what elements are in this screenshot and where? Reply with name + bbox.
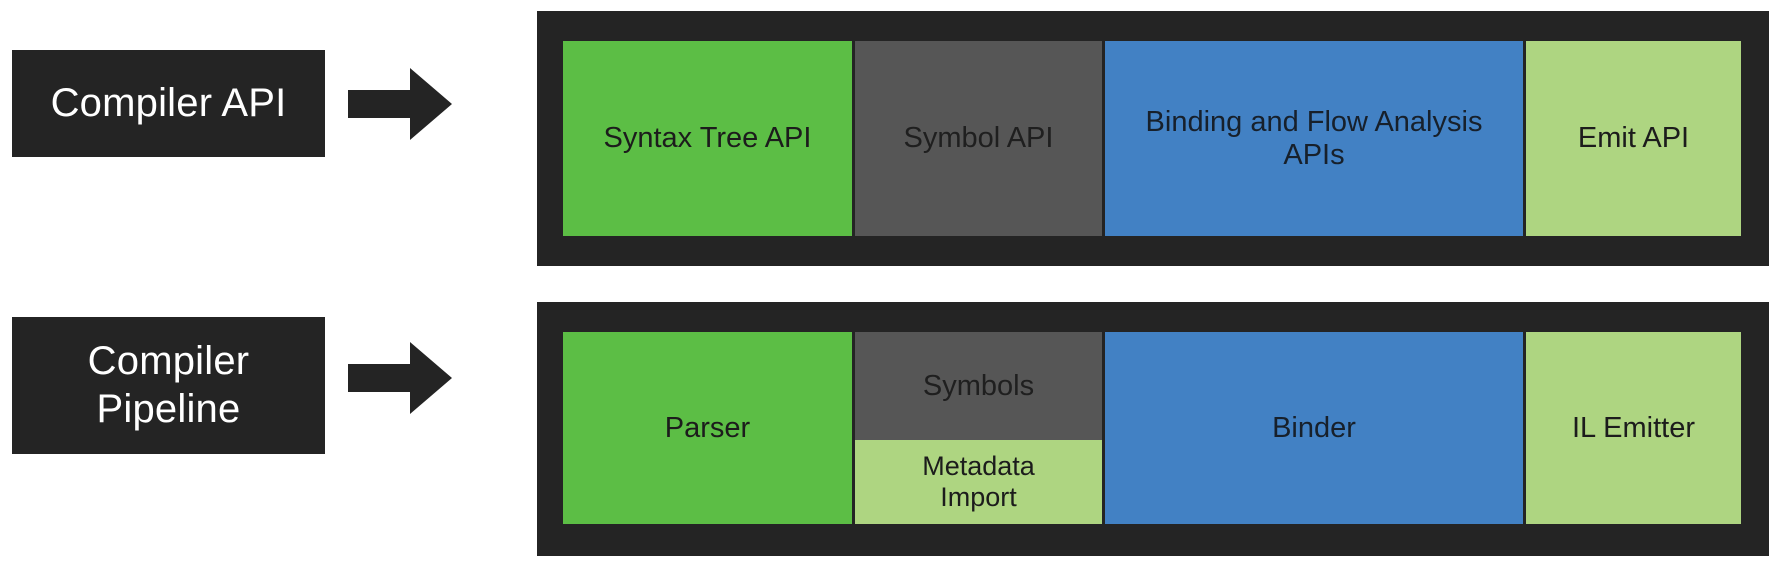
cell-binder-label: Binder [1272, 411, 1356, 444]
cell-symbols-upper[interactable]: Symbols [855, 332, 1102, 440]
cell-emit-api-label: Emit API [1577, 122, 1690, 155]
compiler-api-label-plate: Compiler API [12, 50, 325, 157]
cell-symbol-api-label: Symbol API [903, 122, 1054, 155]
cell-binding-and-flow-analysis-apis-label: Binding and Flow Analysis APIs [1145, 106, 1483, 171]
compiler-api-cells: Syntax Tree API Symbol API Binding and F… [563, 41, 1741, 236]
arrow-right-icon [348, 68, 452, 140]
cell-metadata-import[interactable]: Metadata Import [855, 440, 1102, 524]
compiler-pipeline-row: Compiler Pipeline Parser Symbols Metadat… [0, 285, 1779, 565]
cell-emit-api[interactable]: Emit API [1526, 41, 1741, 236]
compiler-api-row: Compiler API Syntax Tree API Symbol API … [0, 0, 1779, 280]
compiler-pipeline-label-plate: Compiler Pipeline [12, 317, 325, 454]
cell-parser[interactable]: Parser [563, 332, 852, 524]
cell-binder[interactable]: Binder [1105, 332, 1523, 524]
compiler-api-band: Syntax Tree API Symbol API Binding and F… [537, 11, 1769, 266]
cell-parser-label: Parser [664, 411, 751, 444]
compiler-pipeline-cells: Parser Symbols Metadata Import Binder IL… [563, 332, 1741, 524]
cell-symbols[interactable]: Symbols Metadata Import [855, 332, 1102, 524]
cell-il-emitter[interactable]: IL Emitter [1526, 332, 1741, 524]
cell-metadata-import-label: Metadata Import [922, 450, 1035, 512]
cell-syntax-tree-api[interactable]: Syntax Tree API [563, 41, 852, 236]
cell-binding-and-flow-analysis-apis[interactable]: Binding and Flow Analysis APIs [1105, 41, 1523, 236]
compiler-pipeline-band: Parser Symbols Metadata Import Binder IL… [537, 302, 1769, 556]
arrow-right-icon [348, 342, 452, 414]
compiler-pipeline-label-text: Compiler Pipeline [87, 339, 250, 431]
cell-symbol-api[interactable]: Symbol API [855, 41, 1102, 236]
compiler-api-label-text: Compiler API [50, 80, 287, 125]
cell-symbols-label: Symbols [922, 369, 1035, 402]
cell-syntax-tree-api-label: Syntax Tree API [603, 122, 812, 155]
cell-il-emitter-label: IL Emitter [1571, 411, 1695, 444]
